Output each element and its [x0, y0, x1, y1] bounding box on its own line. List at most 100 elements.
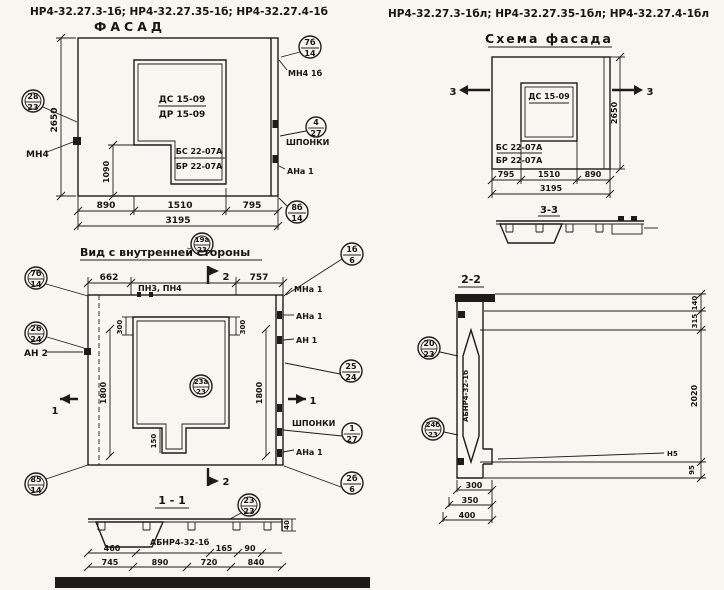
key-mark [277, 336, 282, 344]
svg-text:90: 90 [244, 544, 256, 553]
dim-sec11-row1: 460 165 90 [83, 544, 282, 558]
dim-inner-top: 662 757 [83, 273, 288, 295]
section-3-3: 3-3 [496, 205, 658, 244]
label-ana1: АНа 1 [287, 167, 314, 176]
svg-text:840: 840 [248, 558, 265, 567]
svg-text:23: 23 [243, 496, 254, 505]
facade-panel-outline [77, 37, 279, 197]
section-1-1-hatch [94, 521, 165, 548]
dim-facade-2650: 2650 [50, 33, 76, 201]
svg-text:3195: 3195 [540, 184, 563, 193]
key-mark [277, 311, 282, 319]
svg-text:3: 3 [450, 87, 457, 98]
section-2-2-cap [455, 294, 495, 302]
anchor-mark [73, 137, 81, 145]
section-marker-1-right: 1 [288, 394, 317, 407]
callout-8b-14: 8б 14 [278, 197, 309, 224]
svg-text:165: 165 [216, 544, 233, 553]
svg-text:745: 745 [102, 558, 119, 567]
label-ana1-bot: АНа 1 [296, 448, 323, 457]
inner-opening-inner [136, 320, 226, 450]
svg-text:1: 1 [310, 396, 317, 407]
svg-text:24: 24 [345, 373, 357, 382]
svg-text:14: 14 [291, 214, 303, 223]
callout-85-14: 85 14 [24, 464, 89, 496]
scheme-title: Схема фасада [485, 31, 613, 46]
label-ana1-top: АНа 1 [296, 312, 323, 321]
svg-text:23: 23 [423, 350, 434, 359]
svg-text:23а: 23а [194, 378, 209, 386]
svg-text:1б: 1б [346, 244, 358, 254]
key-mark [277, 428, 282, 436]
svg-text:7б: 7б [304, 37, 316, 47]
sill-mark-bs: БС 22-07А [176, 147, 223, 156]
svg-text:23: 23 [196, 388, 206, 396]
header-codes-left: НР4-32.27.3-1б; НР4-32.27.35-1б; НР4-32.… [30, 6, 328, 18]
callout-19a-23: 19а 23 [190, 232, 214, 256]
svg-text:2650: 2650 [50, 107, 60, 132]
svg-text:300: 300 [239, 320, 247, 335]
section-2-2-lens [462, 327, 480, 465]
anchor-mark [457, 458, 464, 465]
svg-text:4: 4 [313, 118, 319, 127]
callout-7b-14: 7б 14 [280, 35, 322, 59]
dim-sec11-row2: 745 890 720 840 [83, 558, 287, 572]
callout-26-24: 26 24 [24, 321, 85, 349]
facade-scheme: Схема фасада ДС 15-09 БС 22-07А БР 22-07… [450, 31, 658, 244]
svg-text:23: 23 [197, 246, 207, 254]
svg-text:795: 795 [498, 170, 515, 179]
callout-25-24: 25 24 [284, 359, 363, 383]
callout-2b-6: 2б 6 [283, 465, 364, 495]
scheme-sill-br: БР 22-07А [496, 156, 543, 165]
sill-mark-br: БР 22-07А [176, 162, 223, 171]
callout-1-27: 1 27 [282, 422, 363, 444]
svg-text:23: 23 [27, 103, 38, 112]
svg-text:1510: 1510 [167, 201, 192, 211]
section-marker-2-top: 2 [206, 266, 230, 284]
svg-text:27: 27 [310, 129, 321, 138]
svg-text:300: 300 [116, 320, 124, 335]
svg-text:3: 3 [647, 87, 654, 98]
svg-text:300: 300 [466, 481, 483, 490]
svg-text:20: 20 [423, 339, 435, 348]
svg-text:720: 720 [201, 558, 218, 567]
section-2-2-title: 2-2 [461, 273, 481, 286]
svg-text:1090: 1090 [102, 160, 111, 183]
section-2-2: 2-2 АБНР4-32-1б 20 23 24б 23 140 315 202… [417, 273, 706, 525]
section-1-1-title: 1 - 1 [158, 494, 186, 507]
dim-scheme-2650: 2650 [610, 52, 625, 174]
svg-text:460: 460 [104, 544, 121, 553]
callout-23-23: 23 23 [229, 493, 261, 520]
dim-300-left: 300 [116, 316, 133, 336]
callout-28-23: 28 23 [21, 89, 78, 123]
svg-text:2020: 2020 [690, 384, 699, 407]
svg-text:757: 757 [250, 273, 269, 283]
label-abnr: АБНР4-32-1б [150, 537, 210, 547]
svg-text:2: 2 [223, 477, 230, 488]
svg-text:25: 25 [345, 362, 357, 371]
svg-text:24б: 24б [426, 421, 441, 429]
section-3-3-title: 3-3 [540, 205, 558, 216]
dim-sec22-right: 140 315 2020 95 [480, 289, 706, 483]
svg-text:40: 40 [283, 520, 291, 530]
svg-text:890: 890 [152, 558, 169, 567]
key-mark [277, 449, 282, 457]
svg-text:150: 150 [150, 434, 158, 449]
inner-panel-outline [87, 294, 284, 466]
header-codes-right: НР4-32.27.3-1бл; НР4-32.27.35-1бл; НР4-3… [388, 8, 709, 20]
dim-300-right: 300 [229, 316, 247, 336]
callout-1b-6: 1б 6 [285, 242, 364, 296]
scheme-opening-mark: ДС 15-09 [528, 92, 570, 101]
section-marker-1-left: 1 [52, 394, 78, 417]
svg-text:140: 140 [691, 296, 699, 311]
svg-text:3195: 3195 [165, 216, 190, 226]
section-2-2-body [456, 302, 484, 479]
label-n5: Н5 [667, 450, 678, 458]
svg-text:890: 890 [97, 201, 116, 211]
svg-text:662: 662 [100, 273, 119, 283]
svg-text:23: 23 [428, 431, 438, 439]
label-mn4-1b: МН4 1б [288, 68, 323, 78]
label-shponki-inner: ШПОНКИ [292, 419, 335, 428]
opening-mark-ds: ДС 15-09 [159, 95, 206, 105]
dim-scheme-bottom: 795 1510 890 3195 [487, 141, 615, 199]
